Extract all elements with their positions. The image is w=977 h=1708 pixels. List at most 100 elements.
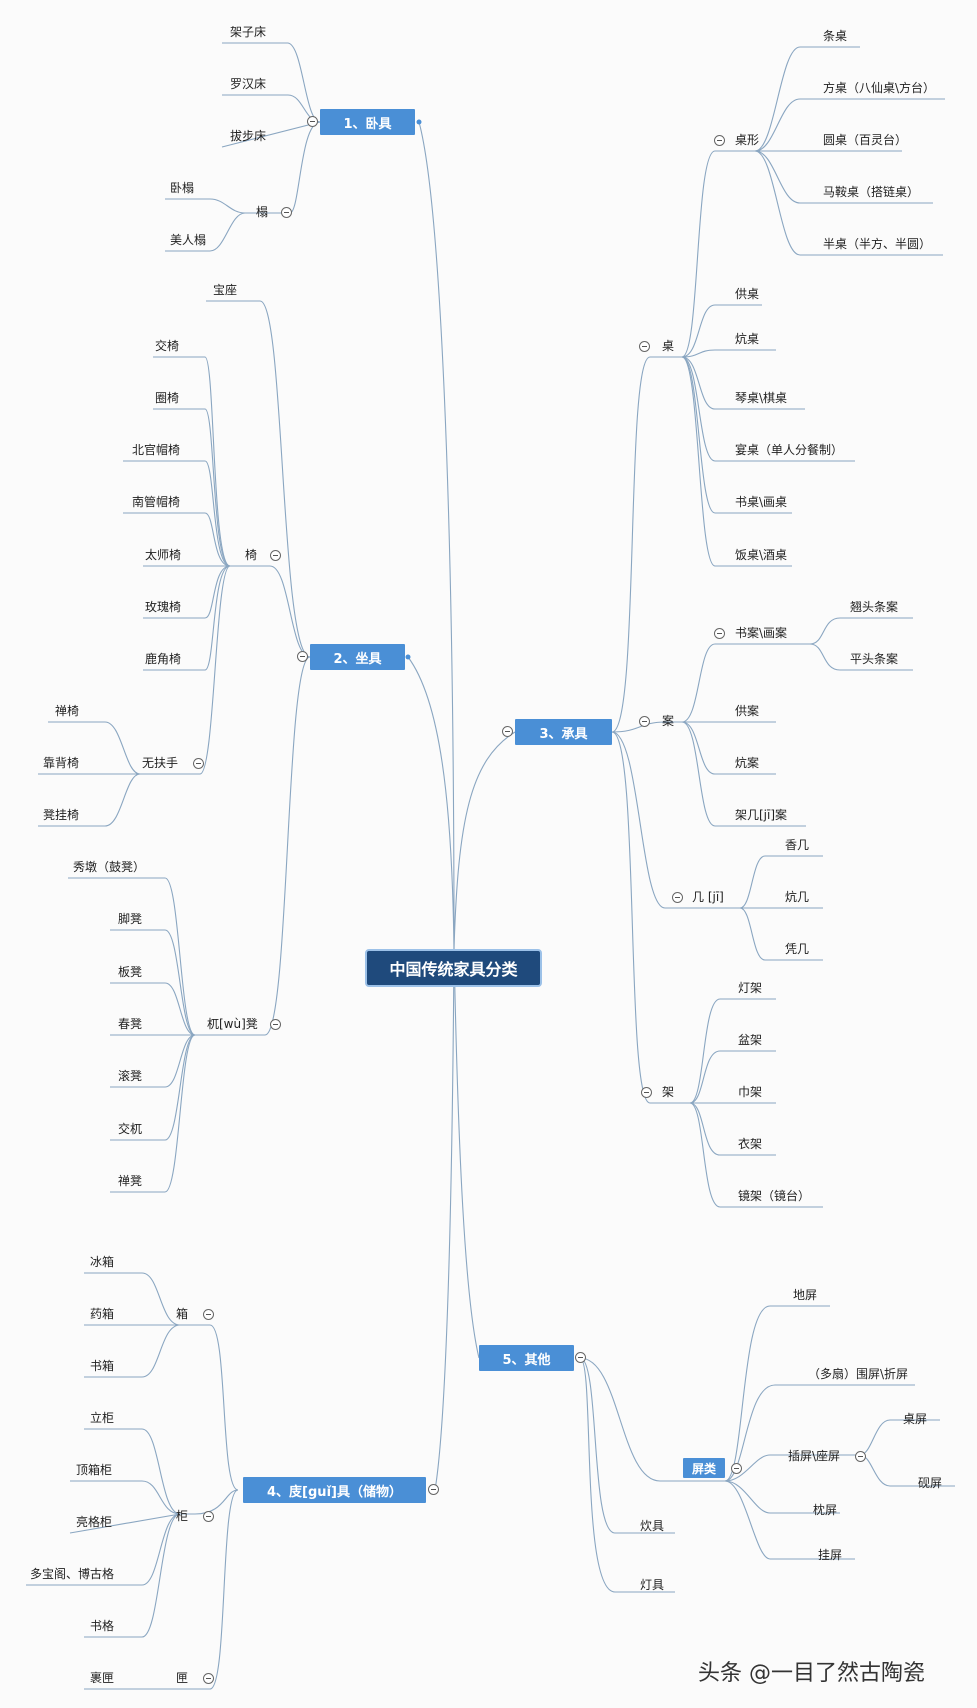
leaf-node[interactable]: 交杌 [118,1122,143,1136]
leaf-node[interactable]: 炕几 [785,890,810,904]
leaf-node[interactable]: 砚屏 [918,1476,943,1490]
leaf-node[interactable]: 卧榻 [170,181,195,195]
leaf-node[interactable]: 春凳 [118,1017,143,1031]
leaf-node[interactable]: 多宝阁、博古格 [30,1567,115,1581]
leaf-node[interactable]: 翘头条案 [850,600,899,614]
collapse-toggle-icon[interactable] [575,1352,586,1363]
leaf-node[interactable]: 马鞍桌（搭链桌） [823,185,920,199]
leaf-node[interactable]: 宴桌（单人分餐制） [735,443,844,457]
leaf-node[interactable]: 顶箱柜 [76,1463,113,1477]
leaf-node[interactable]: （多扇）围屏\折屏 [808,1367,909,1381]
category-node[interactable]: 椅 [245,548,258,562]
leaf-node[interactable]: 炕桌 [735,332,760,346]
collapse-toggle-icon[interactable] [203,1673,214,1684]
collapse-toggle-icon[interactable] [203,1511,214,1522]
collapse-toggle-icon[interactable] [714,628,725,639]
leaf-node[interactable]: 方桌（八仙桌\方台） [823,81,936,95]
leaf-node[interactable]: 秀墩（鼓凳） [73,860,146,874]
leaf-node[interactable]: 北官帽椅 [132,443,181,457]
branch-node-storage[interactable]: 4、庋[guǐ]具（储物） [243,1477,426,1503]
category-node-screens[interactable]: 屏类 [683,1458,725,1478]
category-node[interactable]: 无扶手 [142,756,179,770]
collapse-toggle-icon[interactable] [855,1451,866,1462]
leaf-node[interactable]: 交椅 [155,339,180,353]
leaf-node[interactable]: 条桌 [823,29,848,43]
leaf-node[interactable]: 架子床 [230,25,267,39]
leaf-node[interactable]: 滚凳 [118,1069,143,1083]
leaf-node[interactable]: 药箱 [90,1307,115,1321]
leaf-node[interactable]: 琴桌\棋桌 [735,391,788,405]
category-node[interactable]: 柜 [176,1509,189,1523]
category-node[interactable]: 几 [jī] [692,890,724,904]
branch-node-sleeping[interactable]: 1、卧具 [320,109,415,135]
leaf-node[interactable]: 供桌 [735,287,760,301]
leaf-node[interactable]: 圈椅 [155,391,180,405]
leaf-node[interactable]: 灯架 [738,981,763,995]
leaf-node[interactable]: 衣架 [738,1137,763,1151]
collapse-toggle-icon[interactable] [639,716,650,727]
leaf-node[interactable]: 书格 [90,1619,115,1633]
collapse-toggle-icon[interactable] [307,116,318,127]
leaf-node[interactable]: 南管帽椅 [132,495,181,509]
leaf-node[interactable]: 香几 [785,838,810,852]
leaf-node[interactable]: 板凳 [118,965,143,979]
leaf-node[interactable]: 鹿角椅 [145,652,182,666]
collapse-toggle-icon[interactable] [193,758,204,769]
leaf-node[interactable]: 架几[jī]案 [735,808,788,822]
leaf-node[interactable]: 平头条案 [850,652,899,666]
leaf-node[interactable]: 立柜 [90,1411,115,1425]
collapse-toggle-icon[interactable] [297,651,308,662]
leaf-node[interactable]: 挂屏 [818,1548,843,1562]
leaf-node[interactable]: 宝座 [213,283,238,297]
category-node[interactable]: 匣 [176,1671,189,1685]
leaf-node[interactable]: 半桌（半方、半圆） [823,237,932,251]
category-node[interactable]: 插屏\座屏 [788,1449,841,1463]
leaf-node[interactable]: 灯具 [640,1578,665,1592]
category-node[interactable]: 榻 [256,205,269,219]
leaf-node[interactable]: 冰箱 [90,1255,115,1269]
collapse-toggle-icon[interactable] [428,1484,439,1495]
leaf-node[interactable]: 脚凳 [118,912,143,926]
category-node[interactable]: 桌形 [735,133,760,147]
leaf-node[interactable]: 太师椅 [145,548,182,562]
leaf-node[interactable]: 裹匣 [90,1671,115,1685]
collapse-toggle-icon[interactable] [641,1087,652,1098]
collapse-toggle-icon[interactable] [502,726,513,737]
leaf-node[interactable]: 凭几 [785,942,810,956]
category-node[interactable]: 箱 [176,1307,189,1321]
leaf-node[interactable]: 美人榻 [170,233,207,247]
leaf-node[interactable]: 书箱 [90,1359,115,1373]
leaf-node[interactable]: 书桌\画桌 [735,495,788,509]
category-node[interactable]: 书案\画案 [735,626,788,640]
leaf-node[interactable]: 亮格柜 [76,1515,113,1529]
leaf-node[interactable]: 枕屏 [813,1503,838,1517]
leaf-node[interactable]: 地屏 [793,1288,818,1302]
collapse-toggle-icon[interactable] [270,1019,281,1030]
leaf-node[interactable]: 凳挂椅 [43,808,80,822]
leaf-node[interactable]: 饭桌\酒桌 [735,548,788,562]
branch-node-seating[interactable]: 2、坐具 [310,644,405,670]
category-node[interactable]: 案 [662,714,675,728]
leaf-node[interactable]: 镜架（镜台） [738,1189,811,1203]
leaf-node[interactable]: 罗汉床 [230,77,267,91]
leaf-node[interactable]: 禅椅 [55,704,80,718]
collapse-toggle-icon[interactable] [270,550,281,561]
collapse-toggle-icon[interactable] [639,341,650,352]
leaf-node[interactable]: 靠背椅 [43,756,80,770]
branch-node-other[interactable]: 5、其他 [479,1345,574,1371]
leaf-node[interactable]: 炕案 [735,756,760,770]
leaf-node[interactable]: 供案 [735,704,760,718]
leaf-node[interactable]: 拔步床 [230,129,267,143]
root-node[interactable]: 中国传统家具分类 [365,949,542,987]
collapse-toggle-icon[interactable] [731,1463,742,1474]
leaf-node[interactable]: 桌屏 [903,1412,928,1426]
category-node[interactable]: 杌[wù]凳 [207,1017,258,1031]
collapse-toggle-icon[interactable] [714,135,725,146]
leaf-node[interactable]: 圆桌（百灵台） [823,133,908,147]
leaf-node[interactable]: 炊具 [640,1519,665,1533]
leaf-node[interactable]: 玫瑰椅 [145,600,182,614]
category-node[interactable]: 架 [662,1085,675,1099]
leaf-node[interactable]: 禅凳 [118,1174,143,1188]
collapse-toggle-icon[interactable] [203,1309,214,1320]
branch-node-support[interactable]: 3、承具 [515,719,612,745]
